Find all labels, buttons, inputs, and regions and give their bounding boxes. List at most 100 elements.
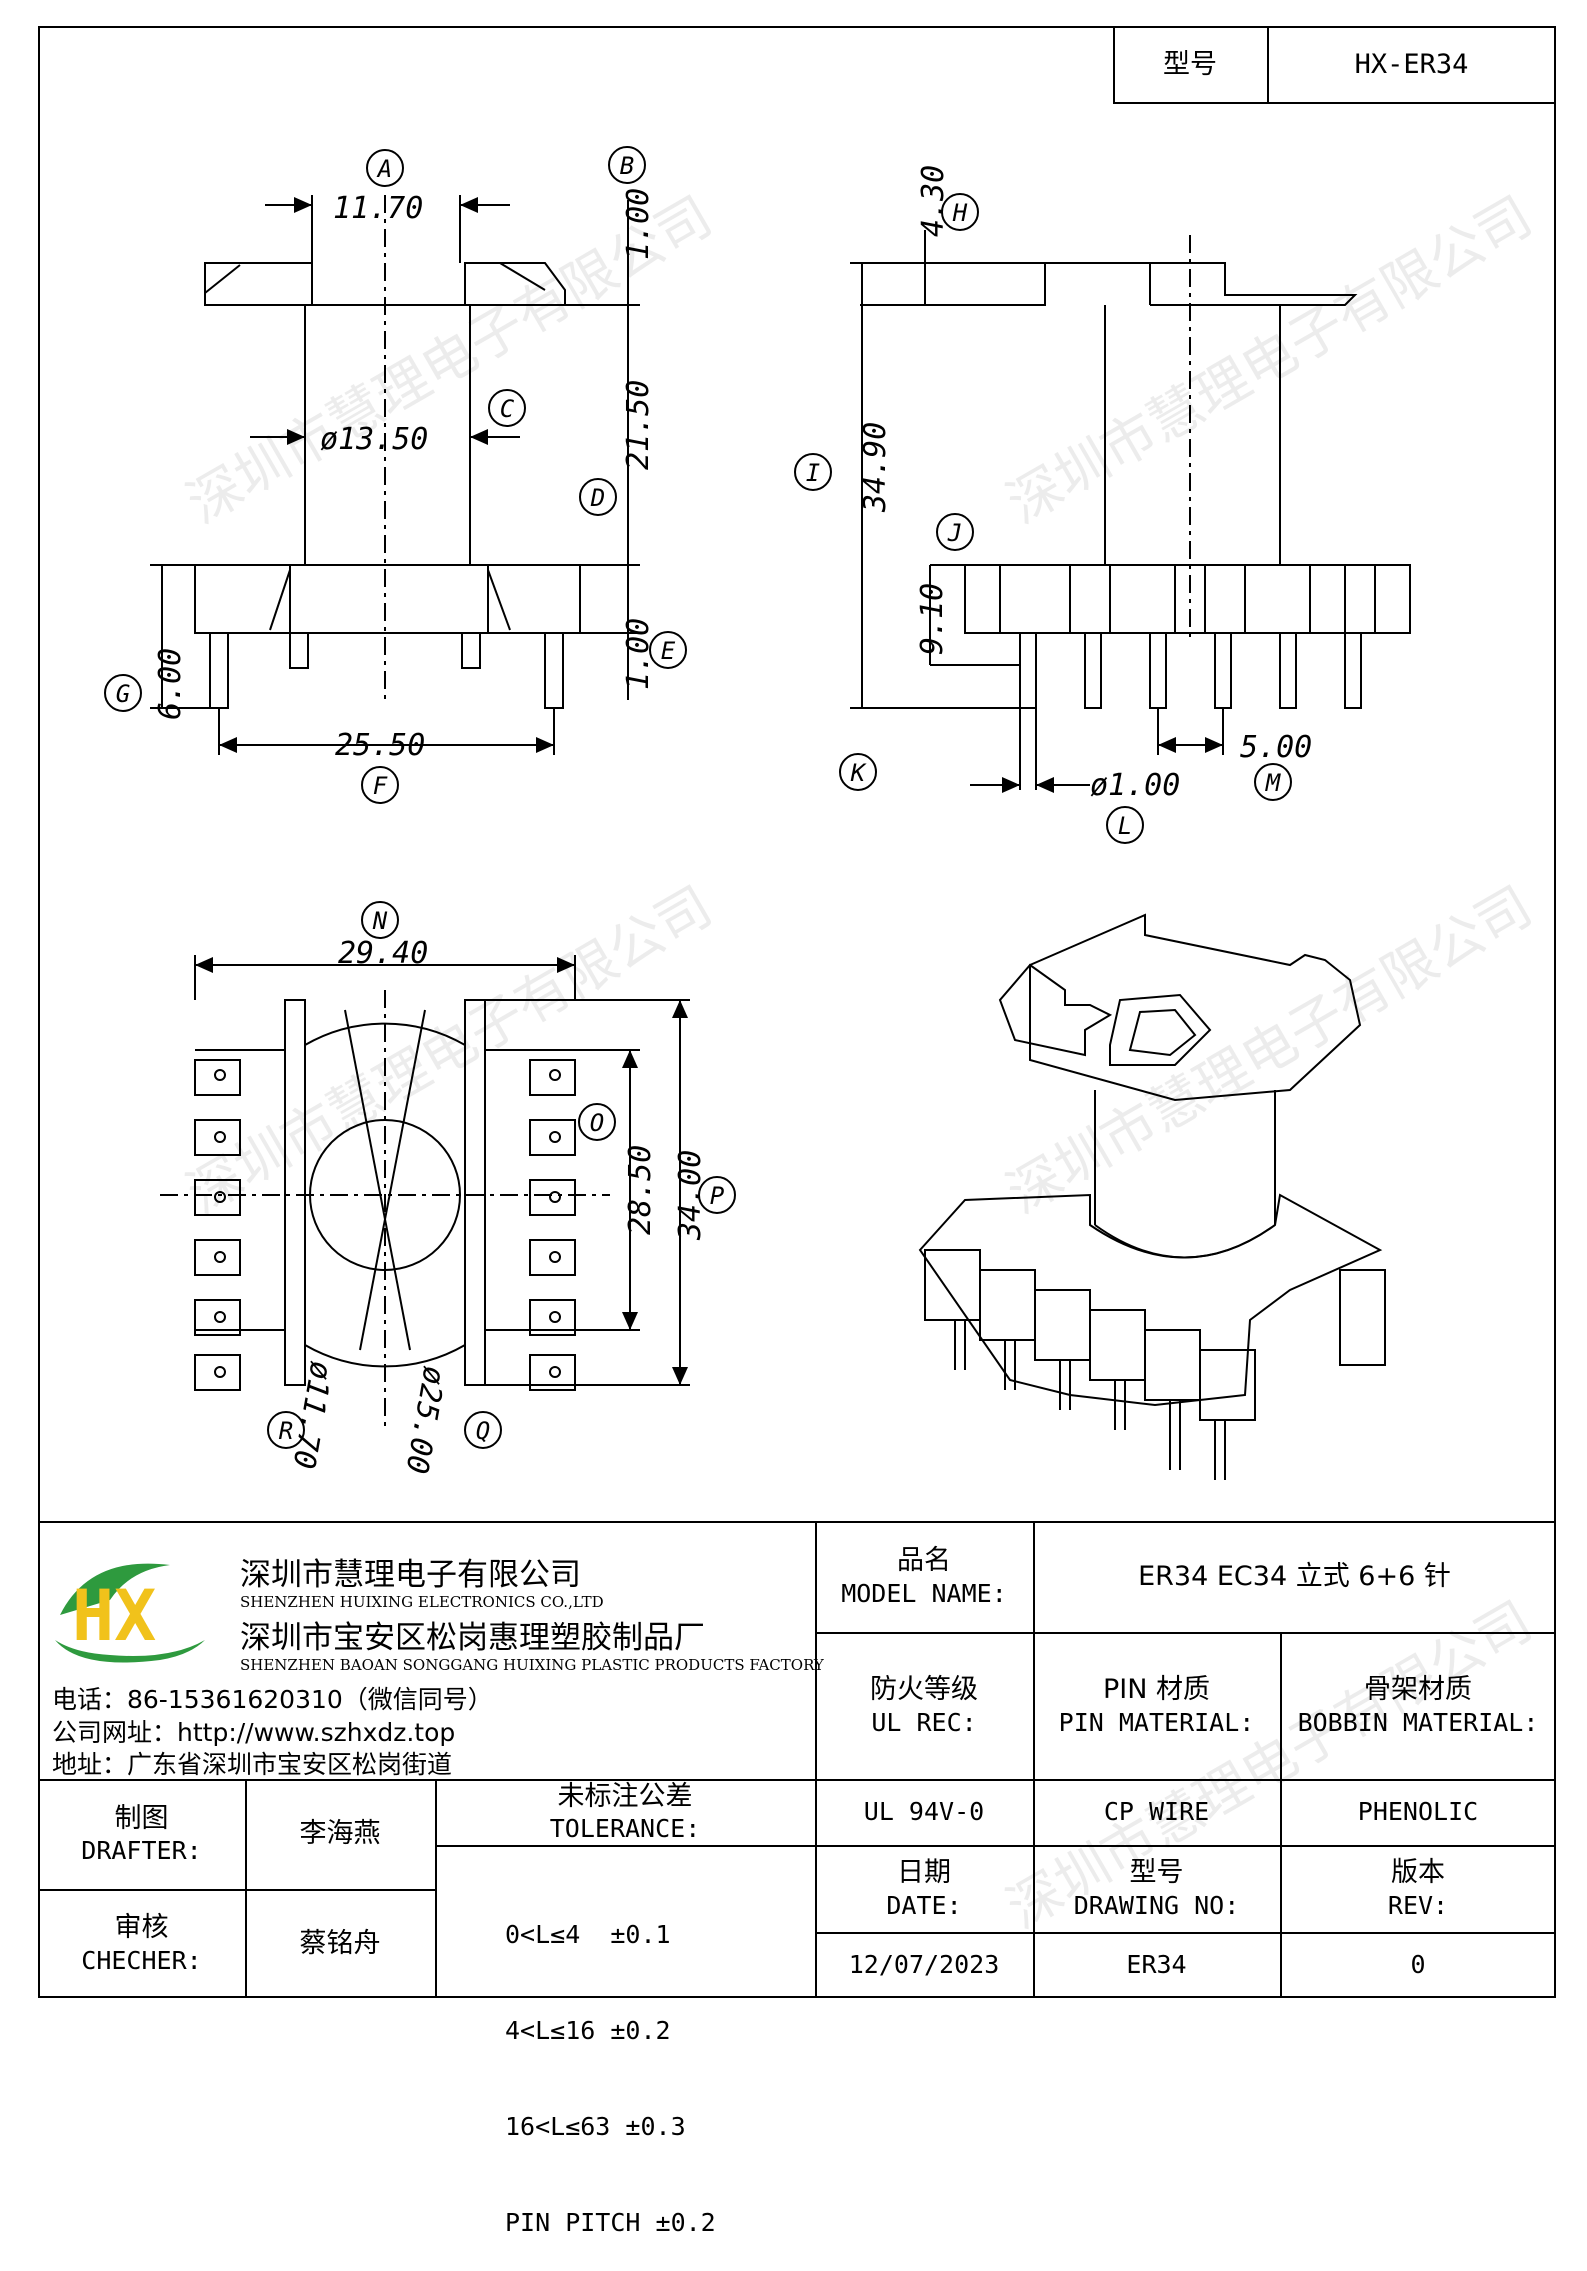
svg-text:29.40: 29.40 [338, 936, 428, 971]
ul-en: UL REC: [871, 1707, 977, 1737]
drawing-no-value: ER34 [1126, 1950, 1187, 1980]
drafter-en: DRAFTER: [81, 1836, 202, 1866]
svg-text:34.90: 34.90 [858, 422, 893, 513]
rev-label: 版本 REV: [1280, 1845, 1556, 1932]
model-name-cn: 品名 [897, 1545, 951, 1576]
svg-text:1.00: 1.00 [621, 188, 656, 260]
pin-en: PIN MATERIAL: [1058, 1707, 1255, 1737]
rev-value: 0 [1410, 1950, 1426, 1980]
bobbin-material-value: PHENOLIC [1357, 1797, 1479, 1827]
rule [38, 1889, 435, 1891]
drawing-no-en: DRAWING NO: [1073, 1890, 1240, 1920]
svg-text:D: D [590, 484, 605, 512]
rule [245, 1779, 247, 1998]
company-name-en: SHENZHEN HUIXING ELECTRONICS CO.,LTD [240, 1593, 604, 1611]
date-value: 12/07/2023 [848, 1950, 1000, 1980]
company-logo: HX [55, 1563, 205, 1663]
drawing-frame [38, 26, 1556, 1998]
svg-text:G: G [116, 680, 130, 708]
date-en: DATE: [886, 1890, 962, 1920]
factory-name-en: SHENZHEN BAOAN SONGGANG HUIXING PLASTIC … [240, 1656, 824, 1674]
tolerance-table: 0<L≤4 ±0.1 4<L≤16 ±0.2 16<L≤63 ±0.3 PIN … [505, 1855, 716, 2271]
date-cn: 日期 [897, 1857, 951, 1888]
svg-text:R: R [279, 1417, 293, 1445]
rule [1033, 1521, 1035, 1998]
pin-material-value: CP WIRE [1103, 1797, 1210, 1827]
svg-text:H: H [952, 199, 968, 227]
model-name-value: ER34 EC34 立式 6+6 针 [1138, 1560, 1451, 1592]
ul-cn: 防火等级 [870, 1674, 978, 1705]
checker-cn: 审核 [114, 1912, 169, 1943]
svg-text:ø25.00: ø25.00 [398, 1364, 451, 1477]
tolerance-line: 4<L≤16 ±0.2 [505, 2016, 671, 2045]
svg-text:25.50: 25.50 [335, 728, 425, 763]
model-box [1113, 26, 1556, 104]
model-box-divider [1267, 26, 1269, 104]
checker-label: 审核 CHECHER: [38, 1889, 245, 1998]
factory-name-cn: 深圳市宝安区松岗惠理塑胶制品厂 [240, 1620, 705, 1656]
dim-a: 11.70 [333, 191, 423, 226]
svg-text:I: I [806, 459, 820, 487]
rule [435, 1779, 437, 1998]
svg-text:28.50: 28.50 [623, 1145, 658, 1235]
svg-text:P: P [710, 1182, 725, 1210]
svg-text:34.00: 34.00 [673, 1150, 708, 1241]
svg-text:ø11.70: ø11.70 [285, 1359, 338, 1472]
rule [815, 1845, 1556, 1847]
ul-value: UL 94V-0 [863, 1797, 985, 1827]
date-label: 日期 DATE: [815, 1845, 1033, 1932]
tolerance-cn: 未标注公差 [557, 1780, 693, 1812]
drawing-no-cn: 型号 [1129, 1857, 1184, 1888]
front-view [150, 195, 640, 755]
company-name-cn: 深圳市慧理电子有限公司 [240, 1557, 581, 1593]
rule [815, 1632, 1556, 1634]
model-name-label: 品名 MODEL NAME: [815, 1521, 1033, 1632]
title-block-top [38, 1521, 1556, 1523]
pin-cn: PIN 材质 [1102, 1674, 1211, 1705]
rule [435, 1845, 815, 1847]
svg-text:Q: Q [476, 1417, 490, 1445]
model-label: 型号 [1163, 49, 1217, 81]
tolerance-line: 16<L≤63 ±0.3 [505, 2112, 686, 2141]
bottom-view [160, 955, 690, 1430]
tolerance-line: 0<L≤4 ±0.1 [505, 1920, 671, 1949]
svg-text:E: E [661, 637, 676, 665]
svg-text:M: M [1265, 769, 1282, 797]
drawing-no-label: 型号 DRAWING NO: [1033, 1845, 1280, 1932]
svg-text:F: F [373, 772, 388, 800]
svg-text:A: A [376, 155, 392, 183]
svg-text:ø1.00: ø1.00 [1090, 768, 1180, 803]
rev-cn: 版本 [1391, 1857, 1445, 1888]
drafter-value: 李海燕 [299, 1818, 381, 1850]
svg-text:C: C [500, 395, 515, 423]
svg-text:5.00: 5.00 [1240, 730, 1312, 765]
rule [1280, 1632, 1282, 1998]
company-address: 地址：广东省深圳市宝安区松岗街道 [52, 1750, 453, 1779]
bobbin-en: BOBBIN MATERIAL: [1297, 1707, 1539, 1737]
rule [815, 1521, 817, 1998]
rule [815, 1932, 1556, 1934]
checker-en: CHECHER: [81, 1945, 202, 1975]
drafter-cn: 制图 [114, 1802, 169, 1834]
isometric-view [918, 913, 1386, 1480]
svg-text:21.50: 21.50 [621, 380, 656, 470]
svg-text:N: N [372, 907, 388, 935]
svg-text:O: O [590, 1109, 604, 1137]
tolerance-line: PIN PITCH ±0.2 [505, 2208, 716, 2237]
rev-en: REV: [1387, 1890, 1449, 1920]
pin-material-label: PIN 材质 PIN MATERIAL: [1033, 1632, 1280, 1779]
rule [38, 1779, 1556, 1781]
svg-text:9.10: 9.10 [915, 583, 950, 655]
svg-text:L: L [1118, 812, 1132, 840]
side-view [850, 230, 1411, 793]
drafter-label: 制图 DRAFTER: [38, 1779, 245, 1889]
svg-text:J: J [947, 519, 962, 547]
model-value: HX-ER34 [1354, 49, 1469, 81]
tolerance-en: TOLERANCE: [549, 1814, 701, 1844]
model-name-en: MODEL NAME: [841, 1578, 1007, 1608]
svg-text:K: K [850, 759, 867, 787]
bobbin-material-label: 骨架材质 BOBBIN MATERIAL: [1280, 1632, 1556, 1779]
svg-text:6.00: 6.00 [153, 648, 188, 720]
svg-text:B: B [620, 152, 634, 180]
svg-text:HX: HX [72, 1575, 156, 1657]
